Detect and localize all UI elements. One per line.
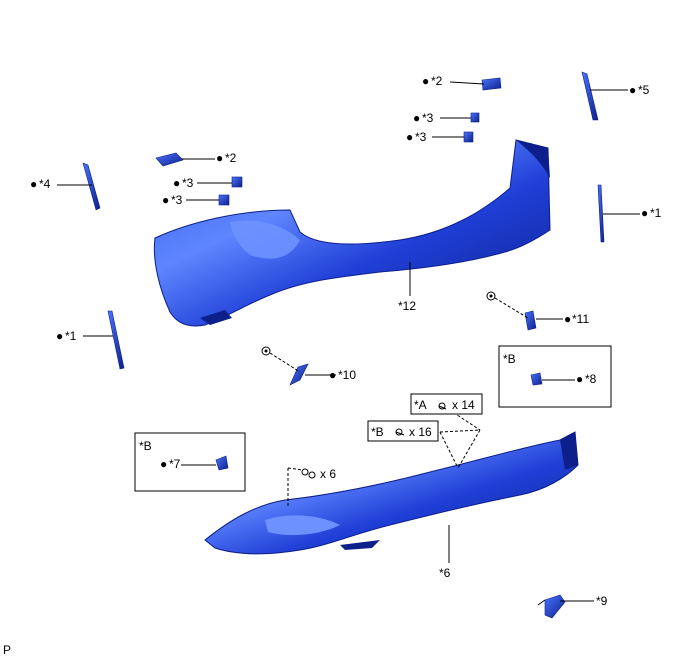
bullet: ● [406, 130, 413, 144]
bullet: ● [641, 206, 648, 220]
note-box-b-mid [367, 420, 439, 442]
note-box-b-right [498, 345, 612, 408]
side-retainer-right [581, 71, 599, 121]
box-b-mid-label: *B [371, 425, 384, 439]
clip-a-icon [438, 402, 447, 410]
callout-3-left-2: *3 [171, 193, 183, 207]
corner-mark: P [3, 643, 11, 657]
callout-6: *6 [439, 566, 451, 580]
callout-12: *12 [398, 299, 416, 313]
bullet: ● [30, 177, 37, 191]
reflector-left [107, 310, 125, 370]
screw-icon [486, 291, 496, 301]
callout-10: *10 [338, 368, 356, 382]
callout-5: *5 [638, 83, 650, 97]
bracket-corner [537, 594, 566, 619]
callout-7: *7 [169, 457, 181, 471]
clip-upper-right-1 [470, 112, 480, 123]
side-retainer-left [82, 162, 101, 211]
retainer-left [155, 152, 184, 167]
clip-left-2 [218, 194, 230, 206]
bullet: ● [413, 111, 420, 125]
callout-9: *9 [596, 594, 608, 608]
callout-1-right: *1 [650, 206, 662, 220]
lower-bumper-cover [204, 431, 579, 555]
screw-icon [261, 346, 271, 356]
bullet: ● [160, 457, 167, 471]
qty-x6: x 6 [320, 467, 336, 481]
bullet: ● [576, 372, 583, 386]
bullet: ● [216, 151, 223, 165]
box-b-left-label: *B [139, 439, 152, 453]
bullet: ● [162, 193, 169, 207]
box-b-right-label: *B [503, 352, 516, 366]
callout-3-upper-1: *3 [422, 111, 434, 125]
callout-3-left-1: *3 [182, 176, 194, 190]
callout-4: *4 [39, 177, 51, 191]
callout-3-upper-2: *3 [415, 130, 427, 144]
reflector-right [597, 184, 605, 243]
note-box-a [410, 393, 483, 415]
retainer-upper-right [481, 77, 502, 91]
bracket-left [289, 363, 309, 386]
clip-upper-right-2 [463, 131, 474, 143]
bracket-right [524, 310, 537, 331]
callout-2-left: *2 [225, 151, 237, 165]
bullet: ● [173, 176, 180, 190]
screw-icon [301, 468, 316, 479]
callout-11: *11 [572, 312, 589, 326]
qty-x16: x 16 [409, 425, 432, 439]
bullet: ● [329, 368, 336, 382]
clip-left-1 [231, 176, 243, 188]
callout-8: *8 [585, 372, 597, 386]
bullet: ● [629, 83, 636, 97]
box-a-label: *A [414, 398, 427, 412]
bullet: ● [422, 74, 429, 88]
qty-x14: x 14 [452, 398, 475, 412]
rear-bumper-cover [153, 139, 551, 327]
callout-1-left: *1 [65, 329, 77, 343]
callout-2-upper: *2 [431, 74, 443, 88]
bullet: ● [564, 312, 571, 326]
bullet: ● [56, 329, 63, 343]
clip-b-icon [395, 428, 405, 436]
